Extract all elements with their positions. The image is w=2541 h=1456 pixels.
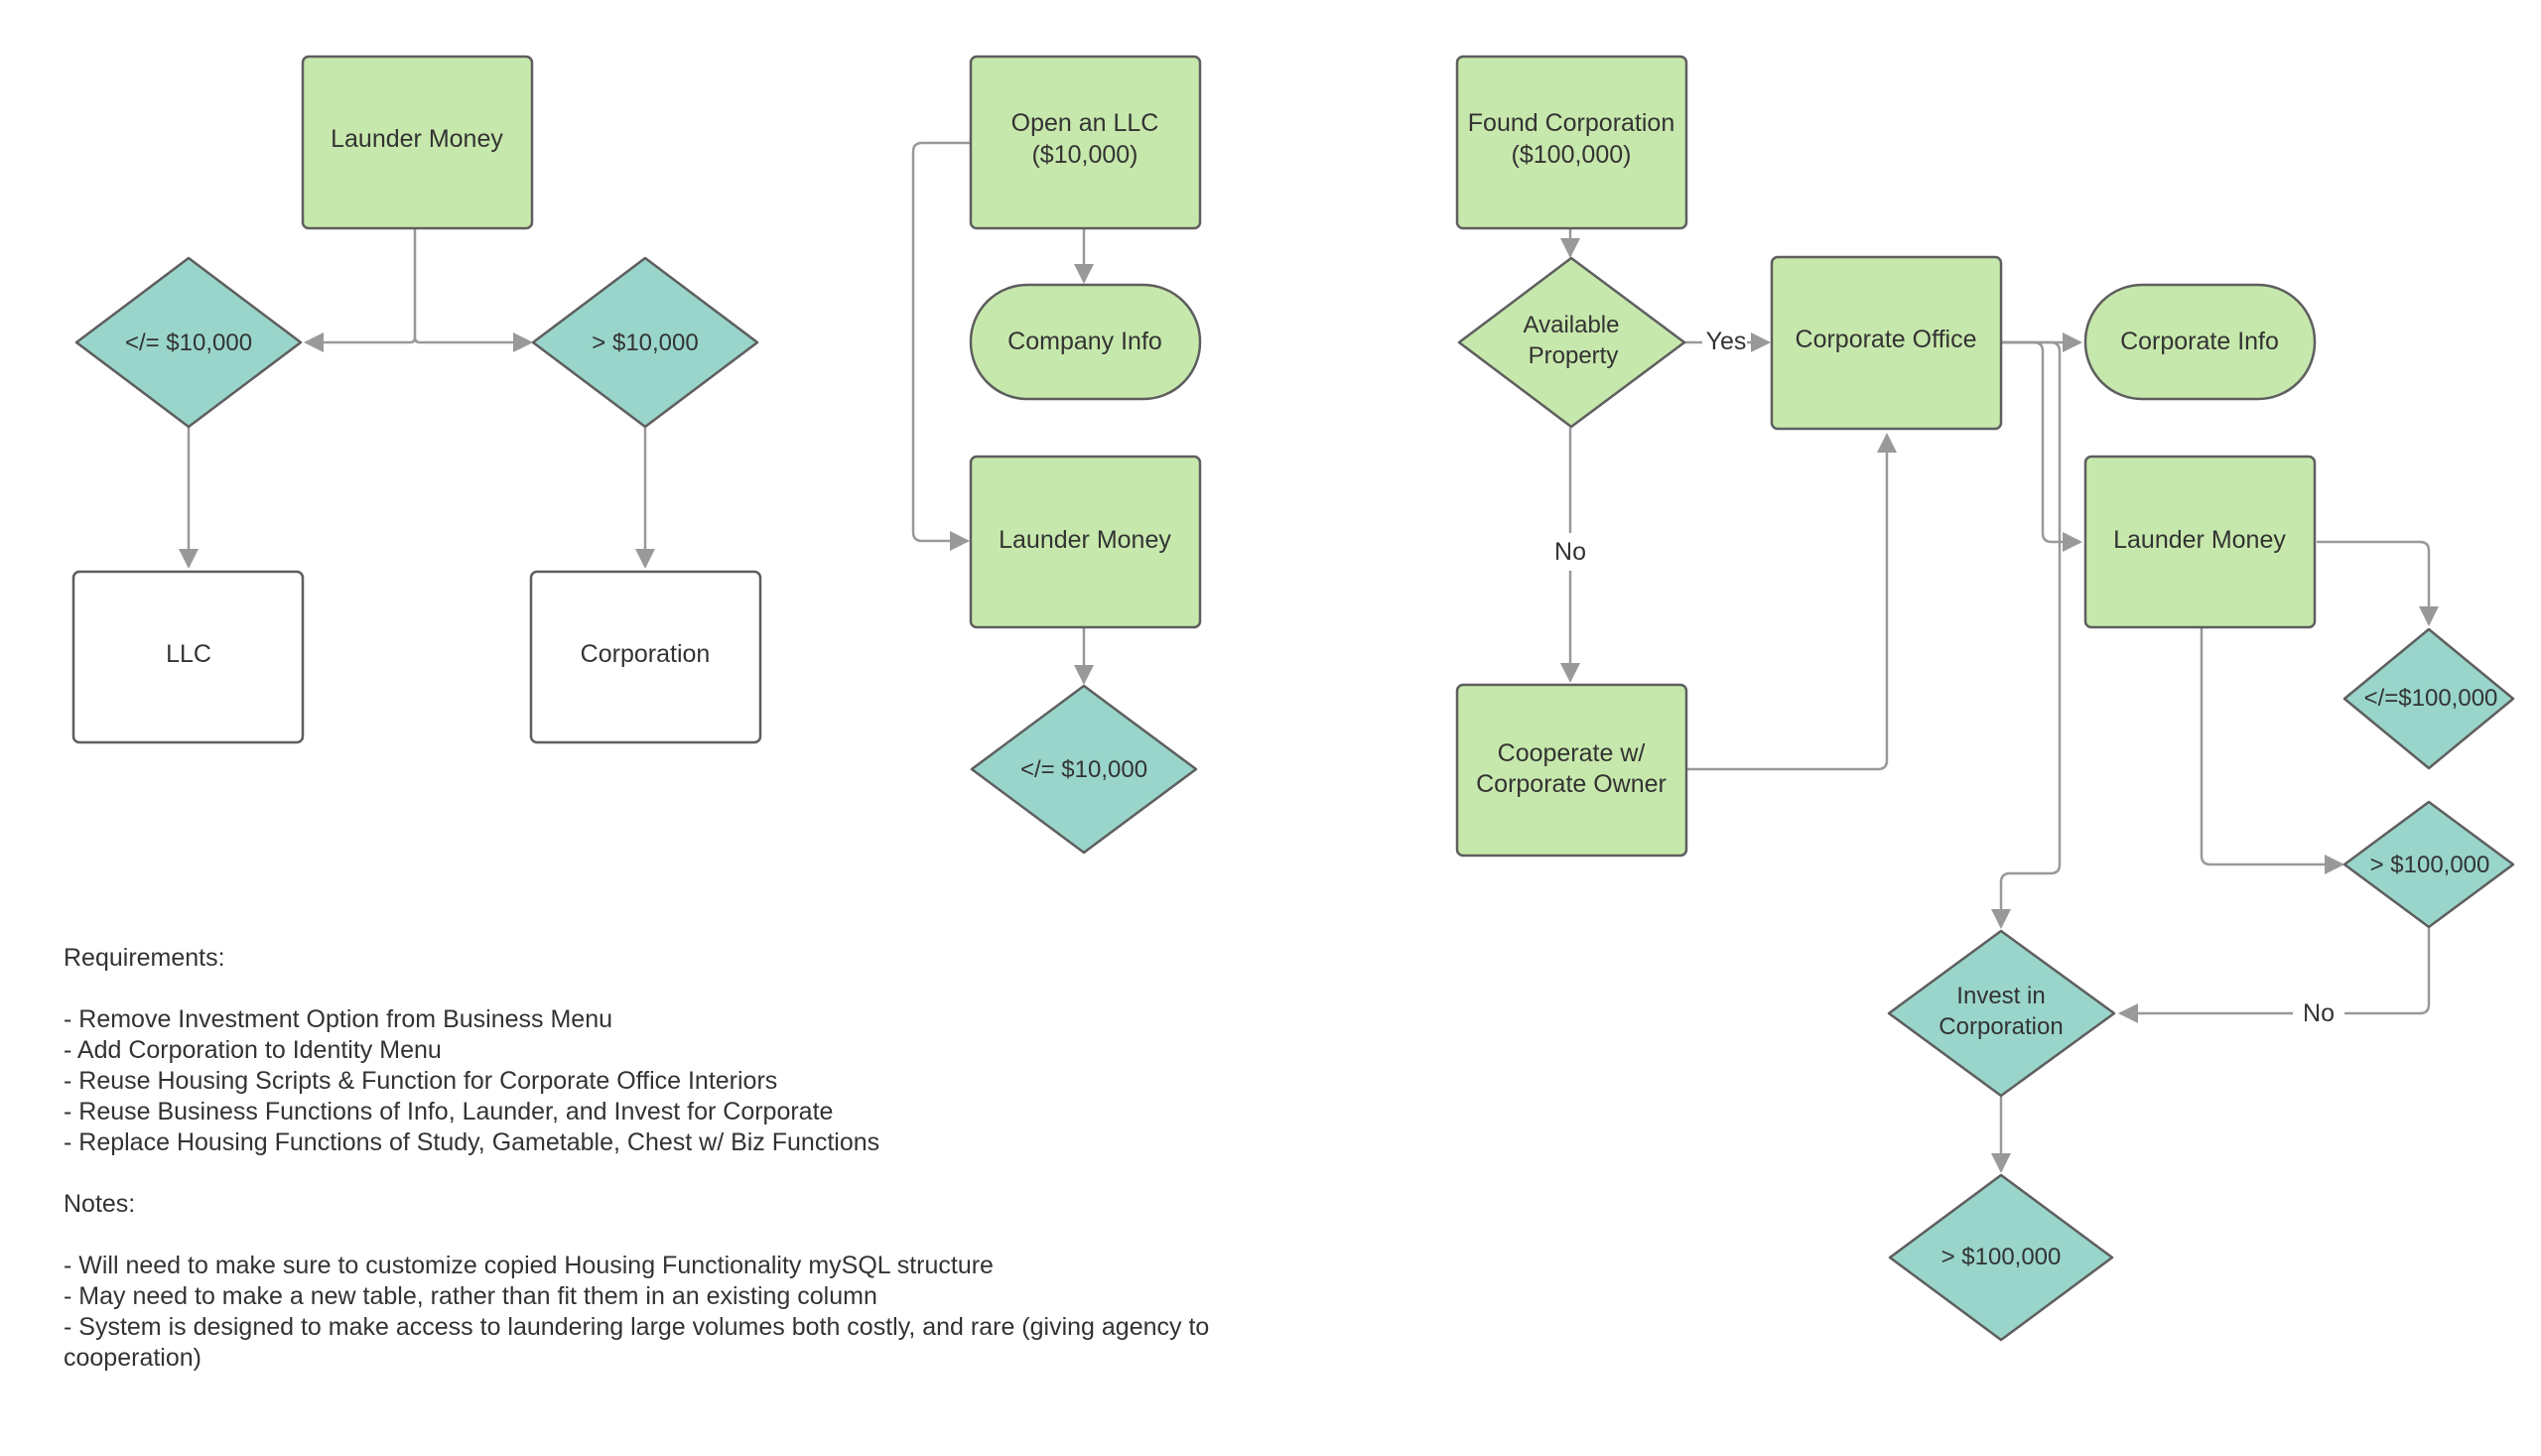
note-item: - May need to make a new table, rather t… bbox=[64, 1282, 877, 1310]
left-flow: Launder Money </= $10,000 > $10,000 LLC … bbox=[71, 55, 762, 744]
decision-low-right-label: </=$100,000 bbox=[2364, 685, 2498, 712]
spacer bbox=[64, 1220, 1354, 1251]
company-info-terminal[interactable]: Company Info bbox=[969, 283, 1202, 401]
requirement-item: - Add Corporation to Identity Menu bbox=[64, 1036, 442, 1064]
note-item: - Will need to make sure to customize co… bbox=[64, 1252, 994, 1279]
found-corporation-label-line1: Found Corporation bbox=[1468, 109, 1674, 137]
cooperate-owner-box[interactable]: Cooperate w/ Corporate Owner bbox=[1455, 683, 1688, 858]
open-llc-label-line2: ($10,000) bbox=[1031, 141, 1137, 169]
invest-in-corporation-decision[interactable]: Invest in Corporation bbox=[1887, 929, 2116, 1098]
open-llc-box[interactable]: Open an LLC ($10,000) bbox=[969, 55, 1202, 230]
requirement-item: - Reuse Business Functions of Info, Laun… bbox=[64, 1098, 834, 1125]
corporate-info-terminal[interactable]: Corporate Info bbox=[2083, 283, 2317, 401]
middle-flow: Open an LLC ($10,000) Company Info Laund… bbox=[969, 55, 1202, 855]
corporate-office-label: Corporate Office bbox=[1796, 326, 1977, 353]
launder-money-label-middle: Launder Money bbox=[999, 526, 1171, 554]
spacer bbox=[64, 1158, 1354, 1189]
invest-high-decision[interactable]: > $100,000 bbox=[1888, 1173, 2114, 1342]
decision-low-left[interactable]: </= $10,000 bbox=[74, 256, 303, 429]
right-flow: Found Corporation ($100,000) Available P… bbox=[1455, 55, 2515, 1342]
decision-high-right-label: > $100,000 bbox=[2370, 852, 2490, 878]
corporation-box[interactable]: Corporation bbox=[529, 570, 762, 744]
connector-launder-to-low bbox=[304, 229, 417, 352]
connector-owner-to-office bbox=[1687, 433, 1897, 771]
connector-llc-to-launder bbox=[911, 141, 971, 551]
llc-box[interactable]: LLC bbox=[71, 570, 305, 744]
corporation-label: Corporation bbox=[581, 640, 711, 668]
llc-label: LLC bbox=[166, 640, 211, 668]
note-item: cooperation) bbox=[64, 1344, 201, 1372]
invest-in-corporation-label-line2: Corporation bbox=[1939, 1013, 2063, 1040]
corporate-office-box[interactable]: Corporate Office bbox=[1770, 255, 2003, 431]
decision-high-left[interactable]: > $10,000 bbox=[531, 256, 759, 429]
available-property-label-line2: Property bbox=[1529, 342, 1619, 369]
requirements-notes: Requirements: - Remove Investment Option… bbox=[64, 943, 1354, 1374]
found-corporation-box[interactable]: Found Corporation ($100,000) bbox=[1455, 55, 1688, 230]
requirement-item: - Remove Investment Option from Business… bbox=[64, 1005, 613, 1033]
connector-high-to-invest bbox=[2344, 928, 2431, 1015]
launder-money-label-left: Launder Money bbox=[331, 125, 503, 153]
requirement-item: - Replace Housing Functions of Study, Ga… bbox=[64, 1128, 880, 1156]
connector-office-to-invest bbox=[1991, 340, 2062, 929]
invest-high-label: > $100,000 bbox=[1941, 1244, 2062, 1270]
launder-money-box-right[interactable]: Launder Money bbox=[2083, 455, 2317, 629]
decision-high-right[interactable]: > $100,000 bbox=[2342, 800, 2515, 929]
available-property-decision[interactable]: Available Property bbox=[1457, 256, 1686, 429]
connectors bbox=[179, 141, 2439, 1173]
connector-launder-to-high bbox=[413, 332, 533, 352]
spacer bbox=[64, 974, 1354, 1004]
company-info-label: Company Info bbox=[1007, 328, 1162, 355]
invest-in-corporation-label-line1: Invest in bbox=[1956, 983, 2045, 1009]
invest-no-label: No bbox=[2303, 999, 2335, 1027]
launder-money-box-middle[interactable]: Launder Money bbox=[969, 455, 1202, 629]
open-llc-label-line1: Open an LLC bbox=[1011, 109, 1159, 137]
decision-low-right[interactable]: </=$100,000 bbox=[2342, 627, 2515, 770]
launder-money-label-right: Launder Money bbox=[2113, 526, 2286, 554]
cooperate-owner-label-line1: Cooperate w/ bbox=[1498, 739, 1646, 767]
connector-launder-to-low-right bbox=[2317, 540, 2439, 626]
decision-low-left-label: </= $10,000 bbox=[125, 330, 252, 356]
connector-launder-to-high-right bbox=[2200, 628, 2344, 874]
requirements-title: Requirements: bbox=[64, 944, 225, 972]
no-label: No bbox=[1554, 538, 1586, 566]
corporate-info-label: Corporate Info bbox=[2120, 328, 2279, 355]
decision-high-left-label: > $10,000 bbox=[592, 330, 698, 356]
yes-label: Yes bbox=[1706, 328, 1747, 355]
connector-office-to-launder bbox=[2001, 340, 2082, 552]
note-item: - System is designed to make access to l… bbox=[64, 1313, 1210, 1341]
available-property-label-line1: Available bbox=[1524, 312, 1620, 338]
cooperate-owner-label-line2: Corporate Owner bbox=[1476, 770, 1667, 798]
notes-title: Notes: bbox=[64, 1190, 136, 1218]
decision-low-middle-label: </= $10,000 bbox=[1020, 756, 1147, 783]
requirement-item: - Reuse Housing Scripts & Function for C… bbox=[64, 1067, 778, 1095]
decision-low-middle[interactable]: </= $10,000 bbox=[970, 684, 1198, 855]
found-corporation-label-line2: ($100,000) bbox=[1512, 141, 1632, 169]
launder-money-box-left[interactable]: Launder Money bbox=[301, 55, 534, 230]
